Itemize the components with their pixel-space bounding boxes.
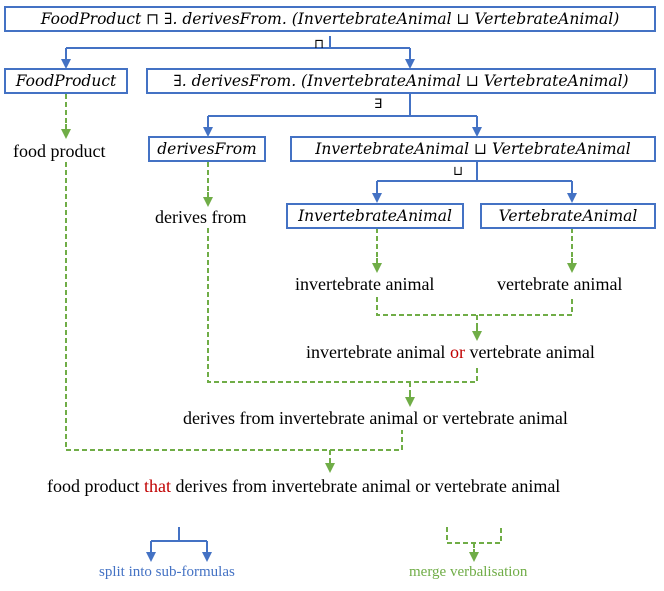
verbalisation-or-part2: vertebrate animal bbox=[464, 342, 595, 362]
formula-box-union: InvertebrateAnimal ⊔ VertebrateAnimal bbox=[290, 136, 656, 162]
verbalisation-or-part1: invertebrate animal bbox=[306, 342, 450, 362]
merge-derives-full bbox=[207, 228, 478, 398]
verbalisation-final-part2: derives from invertebrate animal or vert… bbox=[170, 476, 561, 496]
split-exists bbox=[207, 94, 478, 130]
formula-box-vertebrate: VertebrateAnimal bbox=[480, 203, 656, 229]
legend-split-label: split into sub-formulas bbox=[99, 564, 235, 580]
verbalisation-food-product: food product bbox=[13, 141, 106, 161]
formula-box-food-product: FoodProduct bbox=[4, 68, 128, 94]
legend-merge-label: merge verbalisation bbox=[409, 564, 528, 580]
highlight-that: that bbox=[143, 476, 171, 496]
merge-connectors bbox=[61, 94, 577, 562]
split-root bbox=[65, 36, 411, 62]
formula-box-exists: ∃. derivesFrom. (InvertebrateAnimal ⊔ Ve… bbox=[146, 68, 656, 94]
split-union bbox=[376, 161, 573, 196]
legend-split-lines bbox=[150, 527, 208, 553]
verbalisation-derives-full: derives from invertebrate animal or vert… bbox=[183, 408, 568, 428]
verbalisation-derives-from: derives from bbox=[155, 207, 247, 227]
verbalisation-or: invertebrate animal or vertebrate animal bbox=[306, 341, 595, 363]
split-connectors bbox=[61, 36, 577, 562]
operator-exists: ∃ bbox=[374, 97, 383, 112]
formula-box-root: FoodProduct ⊓ ∃. derivesFrom. (Invertebr… bbox=[4, 6, 656, 32]
verbalisation-final: food product that derives from invertebr… bbox=[47, 475, 560, 497]
verbalisation-final-part1: food product bbox=[47, 476, 144, 496]
formula-box-derives-from: derivesFrom bbox=[148, 136, 266, 162]
highlight-or: or bbox=[449, 342, 465, 362]
verbalisation-vertebrate: vertebrate animal bbox=[497, 274, 623, 294]
verbalisation-invertebrate: invertebrate animal bbox=[295, 274, 435, 294]
formula-box-invertebrate: InvertebrateAnimal bbox=[286, 203, 464, 229]
merge-or bbox=[376, 297, 573, 333]
operator-or: ⊔ bbox=[453, 164, 464, 179]
operator-and: ⊓ bbox=[314, 37, 325, 52]
